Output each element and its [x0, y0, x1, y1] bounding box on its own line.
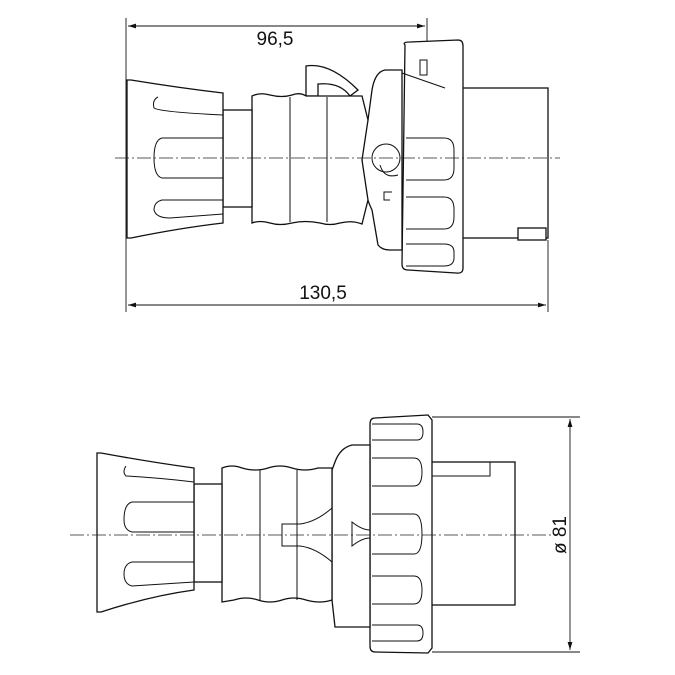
- ring-latch: [419, 59, 428, 76]
- collar-shoulder: [331, 444, 371, 628]
- pin-housing: [461, 87, 549, 239]
- lock-indicator-icon: [351, 520, 371, 548]
- pin-housing: [429, 461, 516, 606]
- ring-groove: [406, 243, 455, 267]
- gland-groove: [153, 96, 224, 116]
- dimension-label-diameter: ø 81: [550, 516, 571, 554]
- cable-neck: [193, 483, 223, 583]
- rotation-symbol-icon: [371, 143, 401, 173]
- gland-groove: [123, 465, 195, 483]
- ring-groove: [372, 423, 424, 441]
- ring-edge: [401, 72, 446, 89]
- bottom-view: ø 81: [70, 414, 580, 654]
- gland-groove: [153, 199, 224, 219]
- ring-groove: [372, 513, 423, 555]
- dimension-label-partial: 96,5: [257, 29, 294, 50]
- collar: [360, 69, 403, 251]
- lock-symbol-icon: [383, 191, 392, 201]
- ribbed-body: [221, 465, 333, 603]
- grip-handle: [305, 64, 359, 97]
- gland-groove: [123, 501, 194, 533]
- locking-ring: [369, 414, 433, 654]
- gland-groove: [123, 561, 195, 587]
- dimension-label-overall: 130,5: [299, 283, 347, 304]
- locking-ring: [401, 39, 464, 274]
- ring-groove: [372, 457, 423, 487]
- ring-groove: [372, 575, 423, 605]
- cable-neck: [222, 109, 253, 208]
- ribbed-body: [251, 93, 369, 226]
- top-view: 96,5 130,5: [115, 18, 560, 312]
- rotation-arrow-icon: [379, 164, 399, 177]
- pin-key: [517, 227, 547, 241]
- ring-groove: [372, 624, 424, 642]
- cable-gland: [126, 79, 224, 239]
- ring-groove: [406, 196, 455, 230]
- ring-groove: [406, 137, 455, 181]
